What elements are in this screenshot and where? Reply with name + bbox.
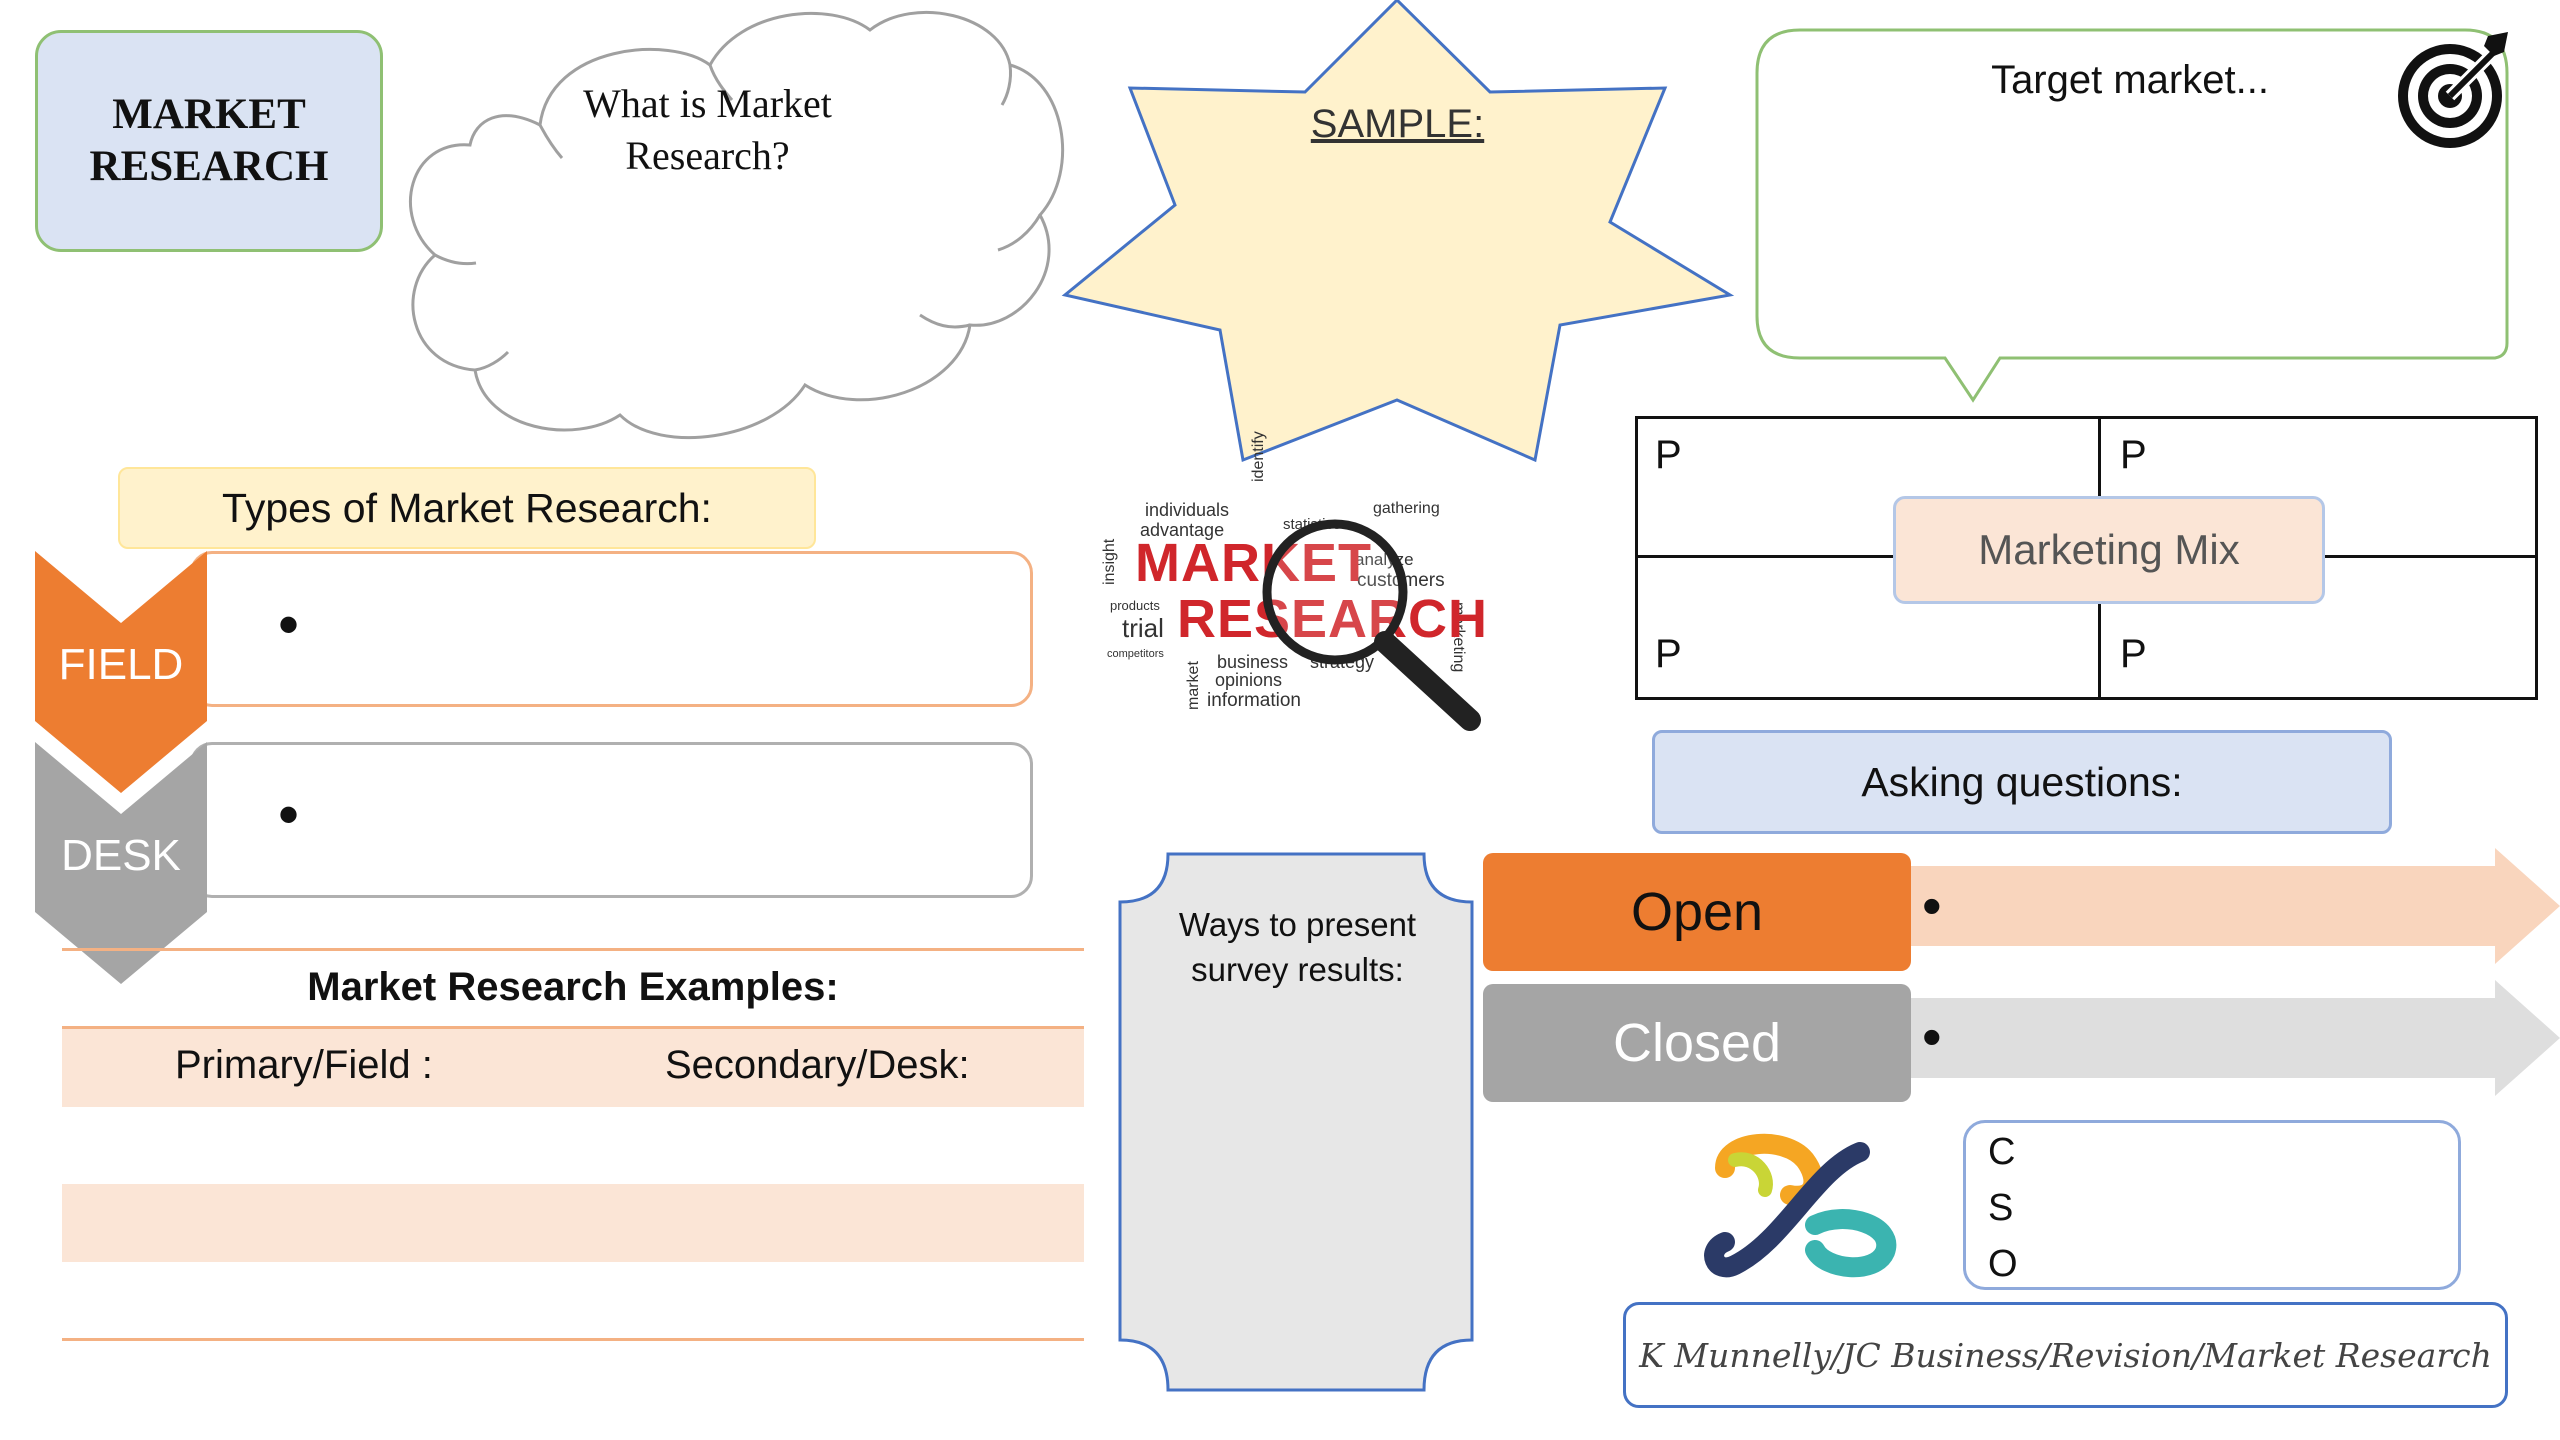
- field-label: FIELD: [58, 640, 184, 689]
- cso-box: [1963, 1120, 2461, 1290]
- mix-cell-p1: P: [1655, 433, 1682, 477]
- target-icon: [2398, 32, 2508, 148]
- cloud-question: What is Market Research?: [583, 81, 832, 178]
- target-bubble: [1755, 28, 2509, 403]
- sample-star: [1061, 0, 1735, 463]
- magnifying-glass-icon: [1262, 519, 1481, 731]
- sample-label: SAMPLE:: [1310, 102, 1485, 146]
- examples-header-row: [62, 1029, 1084, 1107]
- footer-credit-box: K Munnelly/JC Business/Revision/Market R…: [1623, 1302, 2508, 1408]
- examples-mid-line: [62, 1026, 1084, 1029]
- open-arrow: [1905, 848, 2560, 964]
- desk-box[interactable]: [190, 742, 1033, 898]
- field-bullet: •: [278, 591, 300, 658]
- mix-cell-p4: P: [2120, 632, 2147, 676]
- asking-heading: Asking questions:: [1652, 730, 2392, 834]
- cso-logo-icon: [1704, 1133, 1897, 1278]
- closed-button: Closed: [1483, 984, 1911, 1102]
- cso-letter-o: O: [1988, 1243, 2018, 1285]
- closed-arrow: [1905, 980, 2560, 1096]
- closed-bullet: •: [1922, 1005, 1942, 1068]
- cso-letter-c: C: [1988, 1131, 2016, 1173]
- desk-chevron: [35, 742, 207, 984]
- footer-credit: K Munnelly/JC Business/Revision/Market R…: [1639, 1335, 2492, 1375]
- cso-letter-s: S: [1988, 1187, 2014, 1229]
- title-box: MARKET RESEARCH: [35, 30, 383, 252]
- desk-label: DESK: [61, 831, 181, 880]
- examples-top-line: [62, 948, 1084, 951]
- survey-box: [1118, 852, 1474, 1392]
- open-button: Open: [1483, 853, 1911, 971]
- title-text: MARKET RESEARCH: [89, 91, 329, 190]
- mix-cell-p2: P: [2120, 433, 2147, 477]
- types-heading: Types of Market Research:: [118, 467, 816, 549]
- marketing-mix-grid: [1635, 416, 2538, 700]
- mix-cell-p3: P: [1655, 632, 1682, 676]
- target-label: Target market...: [1991, 58, 2269, 102]
- survey-label: Ways to present survey results:: [1178, 906, 1417, 988]
- field-chevron: [35, 551, 207, 793]
- field-box[interactable]: [190, 551, 1033, 707]
- cloud-shape: [409, 10, 1065, 440]
- examples-row-shaded: [62, 1184, 1084, 1262]
- secondary-header: Secondary/Desk:: [665, 1043, 970, 1087]
- marketing-mix-center: Marketing Mix: [1893, 496, 2325, 604]
- primary-header: Primary/Field :: [175, 1043, 433, 1087]
- desk-bullet: •: [278, 781, 300, 848]
- open-bullet: •: [1922, 874, 1942, 937]
- examples-heading: Market Research Examples:: [307, 965, 839, 1009]
- examples-bottom-line: [62, 1338, 1084, 1341]
- market-research-wordcloud: individuals advantage statistics identif…: [1101, 431, 1490, 731]
